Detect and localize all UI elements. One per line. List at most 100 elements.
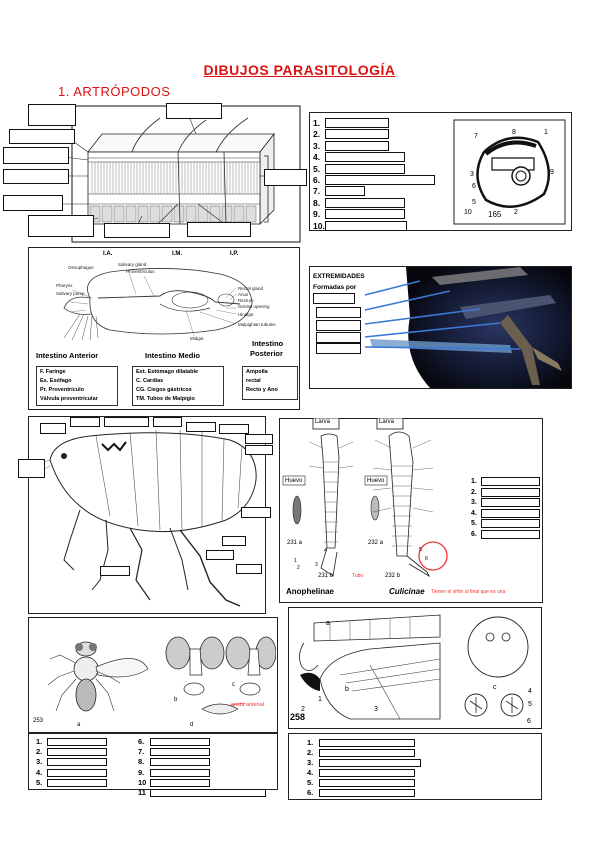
answer-blank[interactable]: [325, 209, 405, 220]
flea-blank-8[interactable]: [245, 445, 273, 455]
extremidades-blank-5[interactable]: [316, 343, 361, 354]
flea-blank-12[interactable]: [206, 550, 234, 560]
answer-blank[interactable]: [319, 779, 415, 787]
extremidades-blank-2[interactable]: [316, 307, 361, 318]
fig-231a: 231 a: [287, 540, 303, 546]
answer-blank[interactable]: [150, 738, 210, 746]
flea-blank-9[interactable]: [18, 459, 45, 478]
answer-blank[interactable]: [325, 118, 389, 128]
label-oesophagus: Oesophagus: [68, 265, 94, 270]
answer-blank[interactable]: [47, 768, 107, 777]
flea-blank-1[interactable]: [40, 423, 66, 434]
fly-drawing: [47, 636, 276, 715]
cuticle-blank-8[interactable]: [28, 215, 94, 237]
flea-blank-13[interactable]: [100, 566, 130, 576]
answer-blank[interactable]: [325, 175, 435, 185]
extremidades-blank-3[interactable]: [316, 320, 361, 331]
fly-letter-a: a: [77, 722, 81, 728]
answer-blank[interactable]: [481, 487, 540, 497]
answer-blank[interactable]: [319, 759, 421, 767]
answer-blank[interactable]: [150, 758, 210, 767]
name-culicinae: Culicinae: [389, 587, 425, 596]
list-item: Válvula proventricular: [40, 396, 98, 402]
answer-blank[interactable]: [150, 789, 266, 797]
list-number: 1.: [36, 737, 43, 746]
answer-blank[interactable]: [481, 477, 540, 486]
answer-blank[interactable]: [47, 778, 107, 787]
label-malpighian: Malpighian tubules: [238, 322, 276, 327]
answer-blank[interactable]: [319, 789, 415, 797]
note-arista-antenal: arista antenal: [231, 702, 265, 708]
flea-blank-3[interactable]: [104, 417, 149, 427]
note-sifon: Tienen el sifón al final que es una: [431, 589, 506, 595]
list-number: 3.: [36, 757, 43, 767]
flea-blank-10[interactable]: [241, 507, 271, 518]
answer-blank[interactable]: [319, 739, 415, 747]
cs-number-label: 6: [472, 183, 476, 190]
tick-letter-c: c: [493, 684, 497, 691]
cuticle-blank-3[interactable]: [9, 129, 75, 144]
answer-blank[interactable]: [325, 186, 365, 197]
cuticle-blank-1[interactable]: [28, 104, 76, 126]
flea-blank-7[interactable]: [245, 434, 273, 444]
extremidades-blank-4[interactable]: [316, 332, 361, 343]
answer-blank[interactable]: [150, 778, 210, 787]
flea-drawing: [35, 429, 257, 607]
answer-blank[interactable]: [325, 152, 405, 163]
answer-blank[interactable]: [325, 197, 405, 208]
flea-blank-14[interactable]: [236, 564, 262, 574]
answer-blank[interactable]: [150, 748, 210, 757]
answer-blank[interactable]: [150, 768, 210, 777]
answer-blank[interactable]: [481, 529, 540, 539]
cuticle-blank-2[interactable]: [166, 103, 222, 119]
list-item: Recto y Ano: [246, 387, 278, 393]
answer-blank[interactable]: [325, 129, 389, 140]
answer-blank[interactable]: [325, 163, 405, 174]
list-number: 11: [138, 788, 146, 797]
flea-blank-4[interactable]: [153, 417, 182, 427]
answer-blank[interactable]: [319, 749, 415, 757]
answer-blank[interactable]: [47, 748, 107, 757]
figure-number: 5: [528, 701, 532, 708]
extremidades-blank-1[interactable]: [313, 293, 355, 304]
list-number: 8.: [138, 757, 145, 767]
tick-letter-a: a: [326, 620, 330, 627]
insect-digestive-drawing: [63, 268, 253, 340]
figure-number: 3: [374, 706, 378, 713]
cuticle-blank-5[interactable]: [3, 169, 69, 184]
answer-blank[interactable]: [325, 140, 389, 151]
list-item: F. Faringe: [40, 369, 66, 375]
answer-blank[interactable]: [325, 220, 407, 231]
cs-number-label: 10: [464, 209, 472, 216]
list-number: 7.: [138, 747, 145, 757]
list-item: Ampolla: [246, 369, 268, 375]
figure-number: 4: [528, 688, 532, 695]
list-number: 5.: [313, 163, 321, 174]
list-item: CG. Ciegos gástricos: [136, 387, 192, 393]
flea-blank-6[interactable]: [219, 424, 249, 434]
list-number: 2.: [36, 747, 43, 757]
cuticle-blank-4[interactable]: [3, 147, 69, 164]
list-item: Pr. Proventrículo: [40, 387, 85, 393]
answer-blank[interactable]: [47, 758, 107, 767]
fly-letter-c: c: [232, 682, 235, 688]
answer-blank[interactable]: [481, 519, 540, 528]
fly-letter-b: b: [174, 697, 178, 703]
answer-blank[interactable]: [481, 508, 540, 518]
flea-blank-2[interactable]: [70, 417, 100, 427]
answer-blank[interactable]: [47, 738, 107, 746]
flea-blank-11[interactable]: [222, 536, 246, 546]
cuticle-blank-9[interactable]: [104, 223, 170, 238]
cs-number-label: 8: [512, 129, 516, 136]
list-number: 5.: [307, 778, 314, 787]
answer-blank[interactable]: [481, 498, 540, 507]
flea-blank-5[interactable]: [186, 422, 216, 432]
cuticle-blank-7[interactable]: [264, 169, 307, 186]
cuticle-blank-6[interactable]: [3, 195, 63, 211]
cuticle-blank-10[interactable]: [187, 222, 251, 237]
beetle-leg-photo: [310, 267, 571, 388]
list-item: rectal: [246, 378, 261, 384]
list-number: 8.: [313, 197, 321, 208]
answer-blank[interactable]: [319, 769, 415, 777]
section-ip: I.P.: [230, 251, 239, 257]
